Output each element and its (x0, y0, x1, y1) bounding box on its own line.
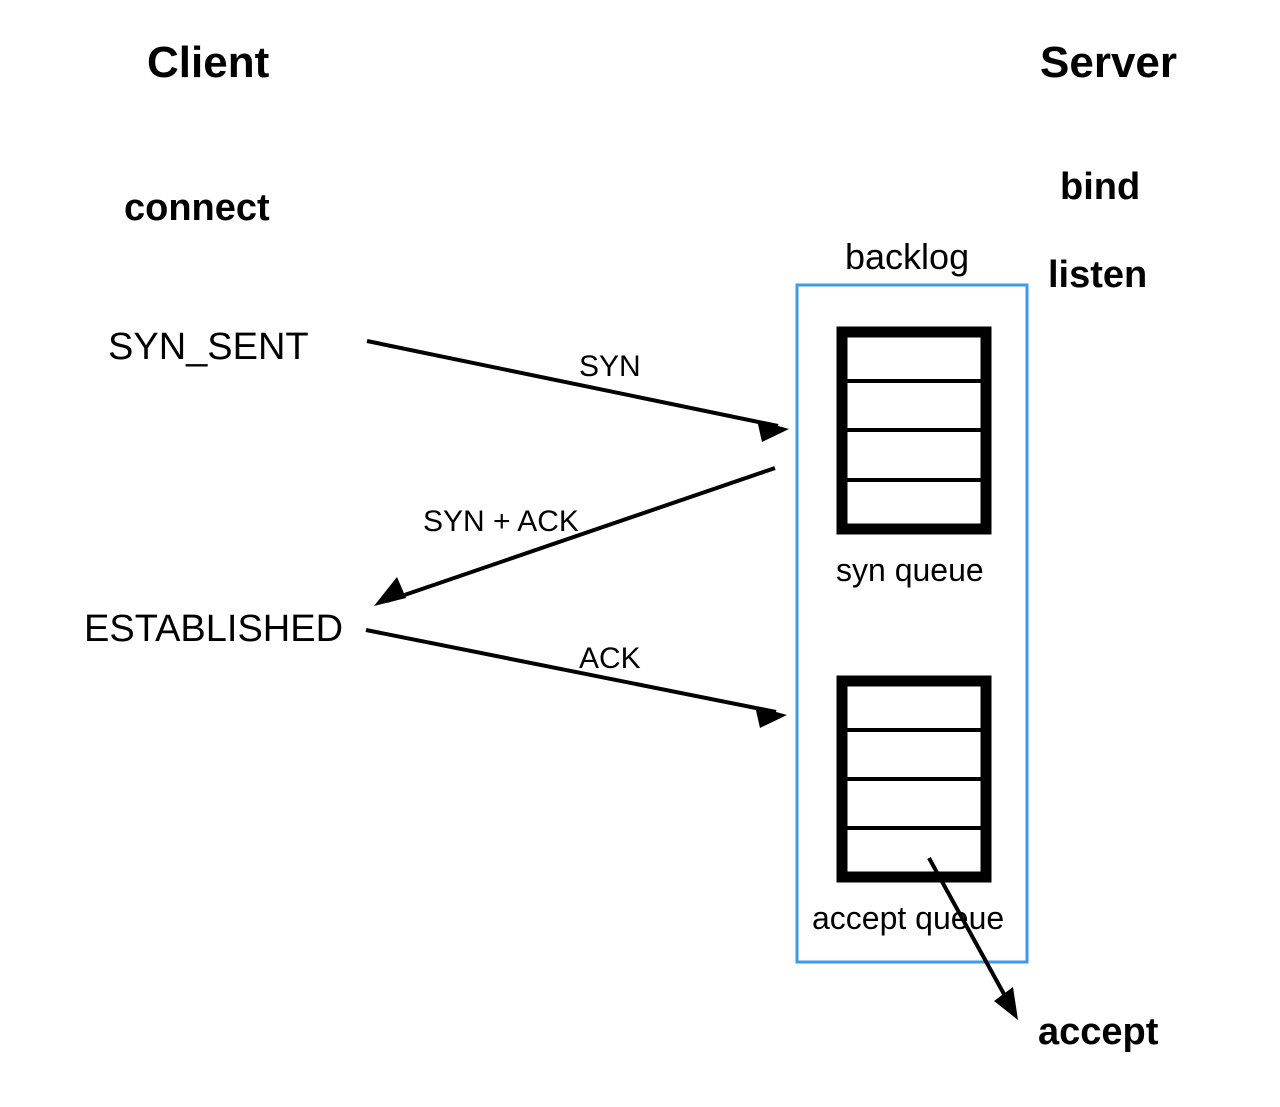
ack-arrow-head (755, 706, 787, 728)
client-state-syn-sent: SYN_SENT (108, 326, 309, 368)
backlog-boundary-box (795, 283, 1029, 964)
syn-arrow-head (757, 420, 789, 442)
server-syscall-bind: bind (1060, 166, 1140, 208)
client-heading: Client (147, 38, 270, 87)
syn-ack-arrow-head (374, 577, 406, 606)
syn-ack-arrow-line (386, 466, 776, 603)
message-label-syn: SYN (579, 350, 641, 383)
message-label-ack: ACK (579, 642, 641, 675)
server-syscall-accept: accept (1038, 1011, 1159, 1053)
message-arrow-syn (366, 339, 789, 442)
message-arrow-ack (365, 628, 787, 728)
accept-arrow-line (927, 857, 1012, 1006)
server-syscall-listen: listen (1048, 254, 1147, 296)
accept-dequeue-arrow (927, 857, 1018, 1020)
backlog-label: backlog (845, 236, 969, 277)
client-syscall-connect: connect (124, 187, 270, 229)
ack-arrow-line (365, 628, 777, 714)
accept-queue (836, 675, 992, 883)
server-heading: Server (1040, 38, 1177, 87)
syn-queue (836, 326, 992, 535)
message-label-syn-ack: SYN + ACK (423, 505, 579, 538)
accept-queue-label: accept queue (812, 900, 1004, 936)
syn-queue-label: syn queue (836, 552, 984, 588)
client-state-established: ESTABLISHED (84, 608, 343, 650)
syn-arrow-line (366, 339, 779, 428)
accept-arrow-head (994, 987, 1018, 1020)
message-arrow-syn-ack (374, 466, 776, 606)
